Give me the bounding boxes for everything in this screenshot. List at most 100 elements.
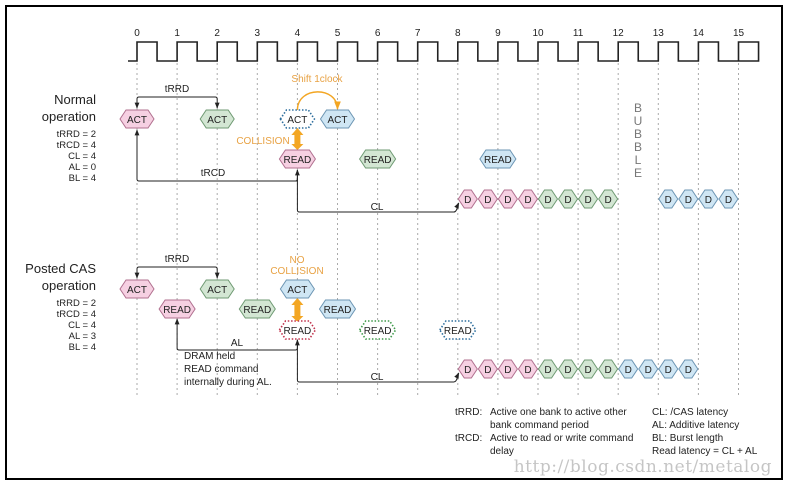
posted-note-line3: internally during AL. (184, 377, 272, 388)
posted-cmd-act-shape (199, 279, 235, 299)
legend-trrd-term: tRRD: (455, 407, 482, 418)
legend-trcd-desc-1: Active to read or write command (490, 433, 633, 444)
posted-cmd-act: ACT (279, 279, 316, 299)
cycle-label: 11 (573, 28, 584, 39)
normal-cmd-read-label: READ (484, 155, 512, 166)
legend-bl: BL: Burst length (652, 433, 723, 444)
normal-cmd-act-shape (319, 109, 356, 129)
normal-data-beat-label: D (564, 195, 571, 206)
posted-data-beat-shape (678, 359, 699, 379)
normal-cmd-act-label: ACT (287, 115, 307, 126)
normal-trcd-label: tRCD (201, 168, 225, 179)
posted-cl-label: CL (371, 372, 384, 383)
posted-trrd-arrow-right (177, 266, 220, 279)
posted-data-beat-shape (577, 359, 599, 379)
posted-data-beat: D (638, 359, 659, 379)
posted-data-beat-label: D (584, 365, 591, 376)
normal-data-beat-shape (557, 189, 579, 209)
normal-data-beat-label: D (705, 195, 712, 206)
collision-arrow-shaft (294, 133, 301, 146)
normal-data-beat-label: D (665, 195, 672, 206)
bubble-letter: L (635, 153, 642, 167)
normal-cmd-act-label: ACT (328, 115, 348, 126)
normal-data-beat: D (477, 189, 498, 209)
normal-data-beat-shape (537, 189, 559, 209)
posted-data-beat-label: D (625, 365, 632, 376)
posted-data-beat-label: D (685, 365, 692, 376)
posted-data-beat: D (477, 359, 498, 379)
normal-data-beat-shape (517, 189, 539, 209)
normal-data-beat: D (537, 189, 559, 209)
normal-data-beat-shape (477, 189, 498, 209)
normal-title-line1: Normal (54, 92, 96, 107)
posted-data-beat: D (678, 359, 699, 379)
posted-cl-arrow (296, 340, 460, 383)
param: AL = 3 (69, 331, 96, 342)
posted-cmd-act: ACT (119, 279, 155, 299)
normal-data-beat-label: D (605, 195, 612, 206)
posted-data-beat-shape (598, 359, 619, 379)
collision-arrow-head-up (291, 128, 304, 135)
posted-data-beat: D (517, 359, 539, 379)
posted-cmd-read-label: READ (284, 326, 312, 337)
legend-trcd-desc-2: delay (490, 446, 514, 457)
normal-data-beat-shape (598, 189, 619, 209)
cycle-label: 5 (335, 28, 341, 39)
posted-note-line1: DRAM held (184, 351, 235, 362)
posted-data-beat-shape (618, 359, 639, 379)
bubble-letter: U (634, 114, 643, 128)
posted-data-beat-label: D (564, 365, 571, 376)
posted-data-beat-label: D (524, 365, 531, 376)
normal-cl-arrow (296, 170, 460, 213)
normal-cmd-act: ACT (199, 109, 235, 129)
posted-cmd-read-label: READ (163, 305, 191, 316)
legend-cl: CL: /CAS latency (652, 407, 728, 418)
cycle-label: 15 (733, 28, 745, 39)
posted-cmd-read-shape (158, 299, 196, 319)
collision-label: COLLISION (236, 136, 289, 147)
posted-cmd-read-shape (318, 299, 357, 319)
bubble-letter: E (634, 166, 642, 180)
shift-arrow (296, 91, 341, 111)
posted-data-beat-shape (537, 359, 559, 379)
posted-cmd-act: ACT (199, 279, 235, 299)
posted-data-beat-label: D (464, 365, 471, 376)
normal-cmd-act-shape (199, 109, 235, 129)
posted-data-beat-label: D (484, 365, 491, 376)
cycle-label: 12 (613, 28, 625, 39)
posted-data-beat: D (537, 359, 559, 379)
posted-trrd-label: tRRD (165, 254, 189, 265)
posted-cmd-read: READ (438, 320, 477, 340)
normal-data-beat-shape (577, 189, 599, 209)
posted-cmd-read-label: READ (444, 326, 472, 337)
posted-cmd-act-label: ACT (127, 285, 147, 296)
shift-1clock-label: Shift 1clock (291, 74, 343, 85)
normal-data-beat: D (598, 189, 619, 209)
posted-al-label: AL (231, 338, 244, 349)
param: CL = 4 (68, 151, 96, 162)
normal-cmd-act-shape (119, 109, 155, 129)
posted-cmd-act-shape (279, 279, 316, 299)
normal-data-beat: D (557, 189, 579, 209)
normal-data-beat-label: D (504, 195, 511, 206)
normal-data-beat-shape (497, 189, 519, 209)
posted-note-line2: READ command (184, 364, 258, 375)
posted-trrd-arrow-left (134, 266, 178, 279)
posted-cmd-read: READ (238, 299, 276, 319)
normal-data-beat-label: D (484, 195, 491, 206)
posted-data-beat-shape (517, 359, 539, 379)
posted-cmd-read: READ (158, 299, 196, 319)
normal-data-beat-shape (658, 189, 679, 209)
posted-data-beat-label: D (665, 365, 672, 376)
param: CL = 4 (68, 320, 96, 331)
timing-arrows (134, 91, 460, 383)
posted-data-beat: D (497, 359, 519, 379)
posted-cmd-read-label: READ (364, 326, 392, 337)
param: BL = 4 (69, 342, 96, 353)
clock-signal (128, 41, 760, 62)
param: BL = 4 (69, 173, 96, 184)
normal-cmd-read-shape (479, 149, 517, 169)
posted-cmd-read-shape (358, 320, 397, 340)
